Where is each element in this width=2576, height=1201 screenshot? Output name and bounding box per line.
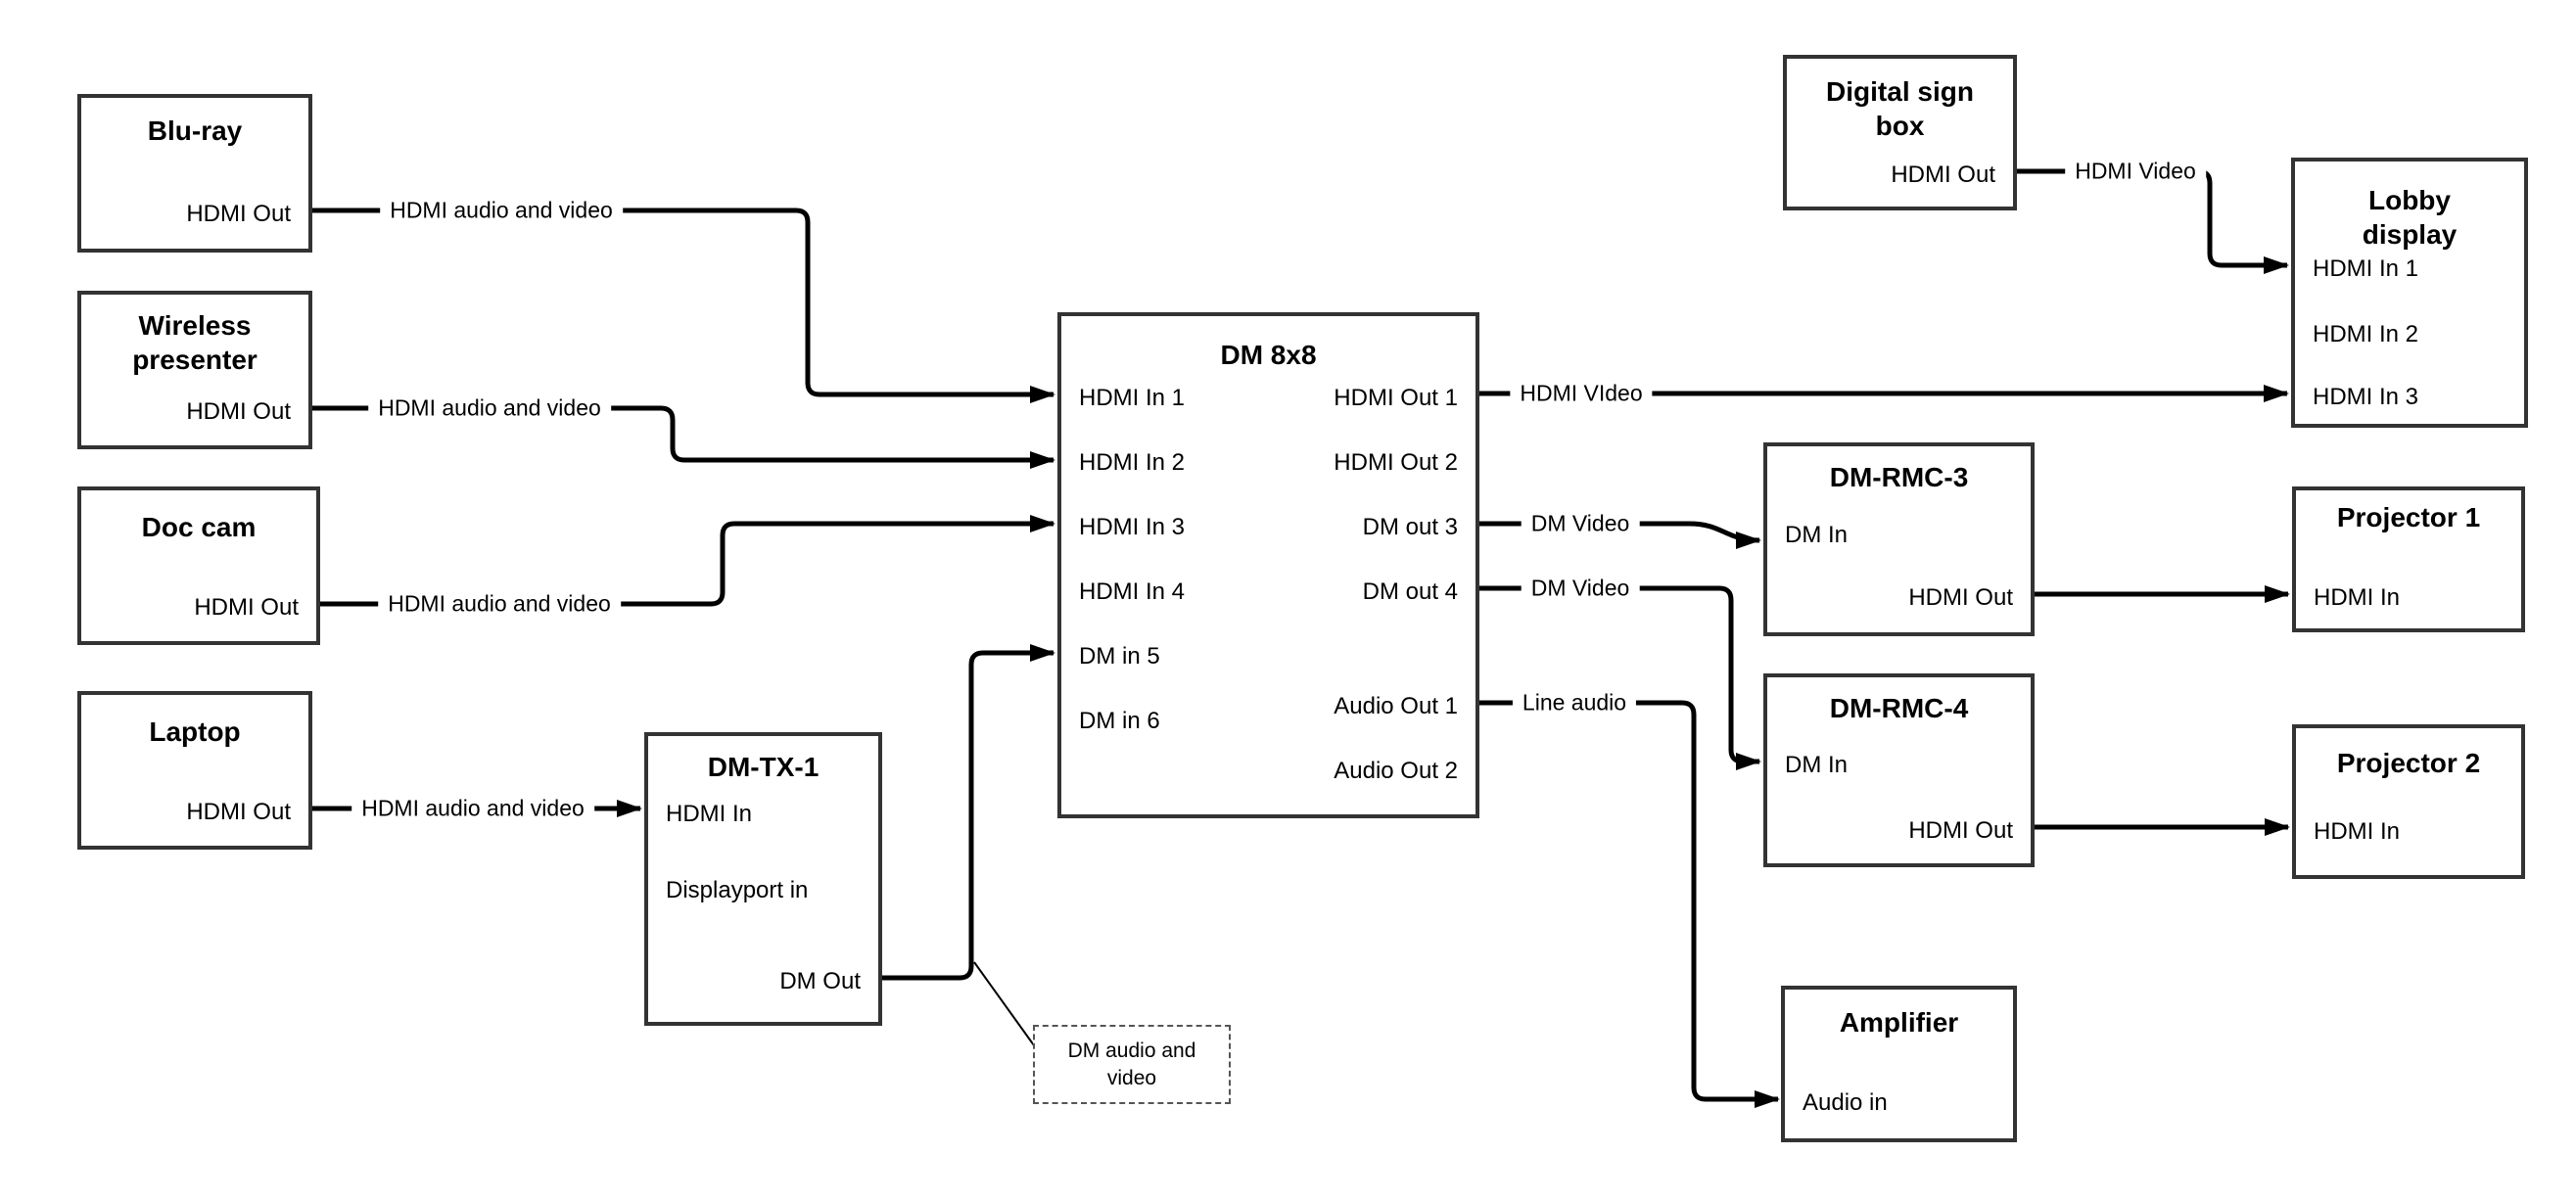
node-digital-sign-box-title: Digital sign box	[1826, 76, 1974, 141]
node-dm-rmc-3-title: DM-RMC-3	[1829, 462, 1969, 492]
node-digital-sign-box: Digital sign box HDMI Out	[1783, 55, 2017, 210]
node-projector-2-title: Projector 2	[2336, 748, 2481, 778]
port-dm8x8-hdmi-out-1: HDMI Out 1	[1334, 385, 1458, 411]
port-dm8x8-dm-in-5: DM in 5	[1079, 643, 1160, 670]
wire-dmtx1-dm-out-to-dm8x8-dm-in-5	[882, 644, 1055, 981]
port-dm8x8-dm-out-4: DM out 4	[1362, 578, 1458, 605]
node-wireless-presenter-title: Wireless presenter	[132, 310, 258, 375]
node-laptop: Laptop HDMI Out	[77, 691, 312, 850]
wire-label-dm-video-out3: DM Video	[1521, 509, 1640, 538]
wire-wireless-to-dm8x8-hdmi-in-2	[312, 405, 1055, 469]
port-doccam-hdmi-out: HDMI Out	[194, 594, 299, 621]
port-dm8x8-hdmi-in-2: HDMI In 2	[1079, 449, 1186, 476]
port-dm8x8-hdmi-in-4: HDMI In 4	[1079, 578, 1186, 605]
port-dm8x8-dm-out-3: DM out 3	[1362, 514, 1458, 540]
node-laptop-title: Laptop	[149, 716, 241, 747]
port-rmc3-dm-in: DM In	[1785, 522, 1849, 548]
wire-label-laptop: HDMI audio and video	[351, 794, 594, 823]
node-lobby-display: Lobby display HDMI In 1 HDMI In 2 HDMI I…	[2291, 158, 2528, 428]
port-projector2-hdmi-in: HDMI In	[2314, 818, 2401, 845]
callout-leader-line	[973, 961, 1035, 1046]
wire-label-dm-video-out4: DM Video	[1521, 574, 1640, 603]
node-dm-8x8-title: DM 8x8	[1220, 340, 1317, 370]
wire-bluray-to-dm8x8-hdmi-in-1	[312, 208, 1055, 403]
port-projector1-hdmi-in: HDMI In	[2314, 584, 2401, 611]
port-amplifier-audio-in: Audio in	[1803, 1089, 1888, 1116]
port-lobby-hdmi-in-2: HDMI In 2	[2313, 321, 2419, 347]
node-amplifier-title: Amplifier	[1839, 1007, 1959, 1038]
port-bluray-hdmi-out: HDMI Out	[186, 201, 291, 227]
port-rmc3-hdmi-out: HDMI Out	[1908, 584, 2013, 611]
port-dm8x8-hdmi-out-2: HDMI Out 2	[1334, 449, 1458, 476]
port-dm8x8-hdmi-in-1: HDMI In 1	[1079, 385, 1186, 411]
port-dm8x8-audio-out-2: Audio Out 2	[1334, 758, 1458, 784]
node-wireless-presenter: Wireless presenter HDMI Out	[77, 291, 312, 449]
wire-label-hdmi-video-digitalsign: HDMI Video	[2065, 157, 2206, 186]
callout-dm-audio-and-video: DM audio and video	[1033, 1025, 1231, 1104]
port-rmc4-dm-in: DM In	[1785, 752, 1849, 778]
node-doc-cam-title: Doc cam	[141, 512, 257, 542]
wire-dm8x8-audio-out-1-to-amplifier	[1479, 700, 1780, 1108]
wire-label-bluray: HDMI audio and video	[380, 196, 623, 225]
port-digitalsign-hdmi-out: HDMI Out	[1891, 162, 1995, 188]
node-dm-8x8: DM 8x8 HDMI In 1 HDMI In 2 HDMI In 3 HDM…	[1057, 312, 1479, 818]
port-dm8x8-audio-out-1: Audio Out 1	[1334, 693, 1458, 719]
node-projector-1: Projector 1 HDMI In	[2292, 486, 2525, 632]
port-dmtx1-displayport-in: Displayport in	[666, 877, 809, 903]
callout-text: DM audio and video	[1067, 1039, 1196, 1089]
wire-doccam-to-dm8x8-hdmi-in-3	[320, 515, 1055, 607]
node-dm-rmc-4-title: DM-RMC-4	[1829, 693, 1969, 723]
port-lobby-hdmi-in-1: HDMI In 1	[2313, 255, 2419, 282]
node-projector-1-title: Projector 1	[2336, 502, 2481, 532]
wire-label-doccam: HDMI audio and video	[378, 589, 621, 619]
wire-dm8x8-dm-out-4-to-rmc4-dm-in	[1479, 585, 1761, 770]
node-dm-tx-1: DM-TX-1 HDMI In Displayport in DM Out	[644, 732, 882, 1026]
port-rmc4-hdmi-out: HDMI Out	[1908, 817, 2013, 844]
port-lobby-hdmi-in-3: HDMI In 3	[2313, 384, 2419, 410]
node-bluray-title: Blu-ray	[147, 115, 243, 146]
wire-dm8x8-dm-out-3-to-rmc3-dm-in	[1479, 521, 1761, 549]
node-lobby-display-title: Lobby display	[2362, 185, 2458, 250]
node-doc-cam: Doc cam HDMI Out	[77, 486, 320, 645]
node-dm-rmc-3: DM-RMC-3 DM In HDMI Out	[1763, 442, 2035, 636]
port-dmtx1-dm-out: DM Out	[779, 968, 861, 994]
wire-label-wireless: HDMI audio and video	[368, 393, 611, 423]
port-dm8x8-hdmi-in-3: HDMI In 3	[1079, 514, 1186, 540]
node-dm-rmc-4: DM-RMC-4 DM In HDMI Out	[1763, 673, 2035, 867]
wire-label-hdmi-video-out1: HDMI VIdeo	[1510, 379, 1653, 408]
port-wireless-hdmi-out: HDMI Out	[186, 398, 291, 425]
port-dmtx1-hdmi-in: HDMI In	[666, 801, 753, 827]
port-laptop-hdmi-out: HDMI Out	[186, 799, 291, 825]
node-dm-tx-1-title: DM-TX-1	[707, 752, 820, 782]
wire-label-line-audio: Line audio	[1512, 688, 1637, 717]
node-bluray: Blu-ray HDMI Out	[77, 94, 312, 253]
node-projector-2: Projector 2 HDMI In	[2292, 724, 2525, 879]
port-dm8x8-dm-in-6: DM in 6	[1079, 708, 1160, 734]
node-amplifier: Amplifier Audio in	[1781, 986, 2017, 1142]
